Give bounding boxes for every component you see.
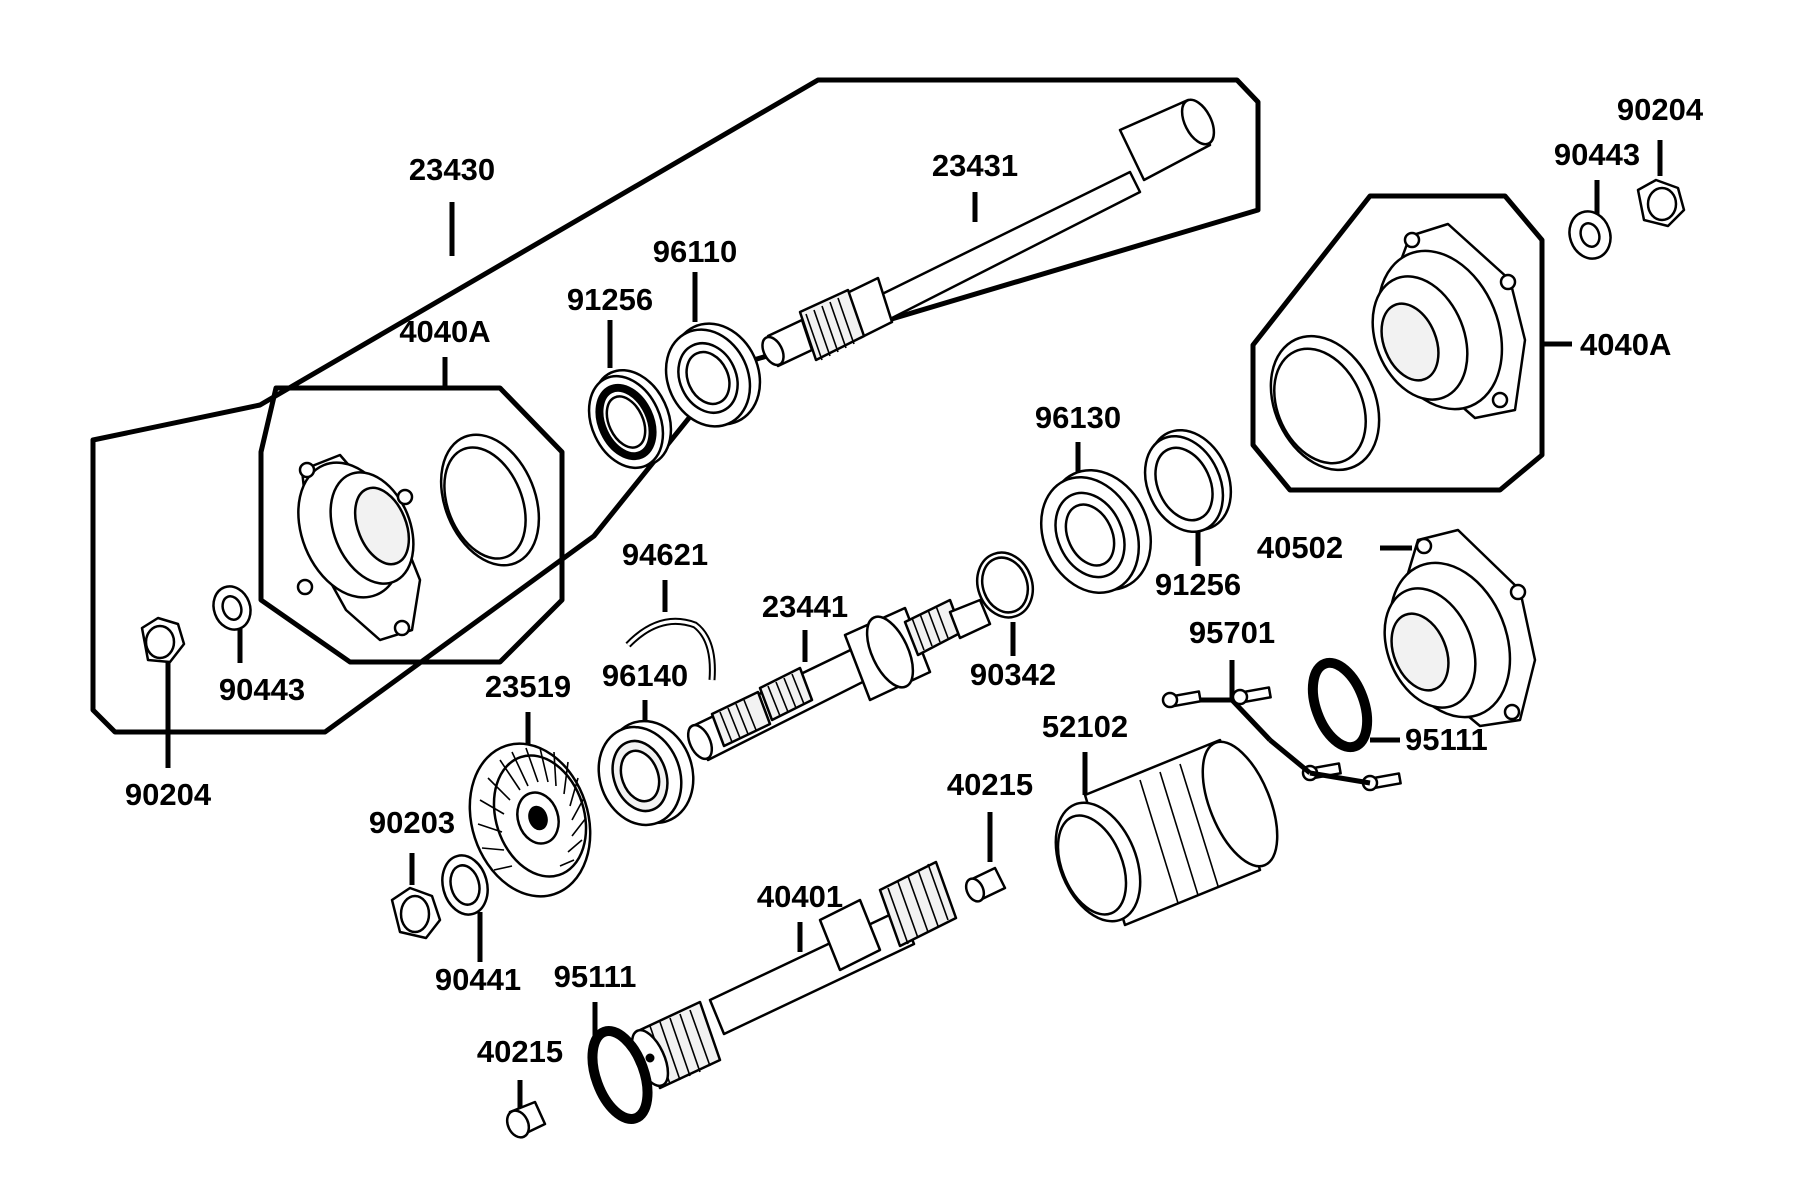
label-90204-left: 90204 — [125, 777, 212, 812]
nut-90204-right — [1636, 178, 1686, 228]
label-90443-left: 90443 — [219, 672, 305, 707]
label-90443-right: 90443 — [1554, 137, 1640, 172]
label-40502: 40502 — [1257, 530, 1343, 565]
label-40215-mid: 40215 — [947, 767, 1033, 802]
flange-40502 — [1383, 528, 1537, 728]
sleeve-52102 — [1054, 738, 1279, 927]
bolts-95701 — [1161, 686, 1402, 792]
bearing-96130 — [1039, 469, 1153, 594]
bevel-gear-23519 — [468, 742, 592, 898]
plug-40215-mid — [964, 866, 1007, 903]
label-95111-bottom: 95111 — [554, 959, 637, 994]
oil-seal-91256-top — [587, 368, 673, 470]
output-shaft-23431 — [761, 98, 1216, 368]
washer-90443-left — [212, 585, 252, 631]
circlip-94621 — [625, 617, 716, 681]
label-40401: 40401 — [757, 879, 843, 914]
label-23431: 23431 — [932, 148, 1018, 183]
label-91256-mid: 91256 — [1155, 567, 1241, 602]
snap-ring-95111-bottom — [587, 1026, 653, 1124]
kit-4040a-left-outline — [258, 385, 565, 665]
ring-4040a-left — [439, 433, 541, 567]
label-90441: 90441 — [435, 962, 521, 997]
label-90203: 90203 — [369, 805, 455, 840]
plug-40215-bottom — [505, 1100, 547, 1139]
label-96130: 96130 — [1035, 400, 1121, 435]
label-96110: 96110 — [653, 234, 738, 269]
leader-95701-link1 — [1230, 698, 1272, 742]
washer-90441 — [441, 854, 489, 916]
pinion-shaft-23441 — [686, 598, 992, 762]
label-52102: 52102 — [1042, 709, 1128, 744]
bearing-96110 — [664, 322, 762, 428]
label-23519: 23519 — [485, 669, 571, 704]
kit-4040a-right-outline — [1250, 193, 1545, 493]
shim-90342 — [975, 551, 1035, 619]
label-4040a-right: 4040A — [1580, 327, 1671, 362]
label-90204-right: 90204 — [1617, 92, 1704, 127]
washer-90443-right — [1568, 210, 1612, 260]
label-96140: 96140 — [602, 658, 688, 693]
label-94621: 94621 — [622, 537, 708, 572]
nut-90204-left — [140, 616, 186, 664]
label-90342: 90342 — [970, 657, 1056, 692]
kit-23430-outline — [90, 77, 1261, 735]
snap-ring-95111-right — [1307, 657, 1373, 753]
housing-4040a-left — [296, 453, 422, 642]
ring-4040a-right — [1269, 334, 1381, 472]
label-95111-right: 95111 — [1405, 722, 1488, 757]
label-23430: 23430 — [409, 152, 495, 187]
label-95701: 95701 — [1189, 615, 1275, 650]
label-91256-top: 91256 — [567, 282, 653, 317]
oil-seal-91256-mid — [1143, 428, 1233, 534]
housing-4040a-right — [1371, 222, 1527, 420]
bearing-96140 — [597, 719, 695, 827]
label-4040a-left: 4040A — [399, 314, 490, 349]
nut-90203 — [390, 886, 442, 940]
leader-95701 — [1200, 660, 1235, 703]
label-23441: 23441 — [762, 589, 848, 624]
drive-shaft-40401 — [630, 860, 958, 1090]
label-40215-bottom: 40215 — [477, 1034, 563, 1069]
